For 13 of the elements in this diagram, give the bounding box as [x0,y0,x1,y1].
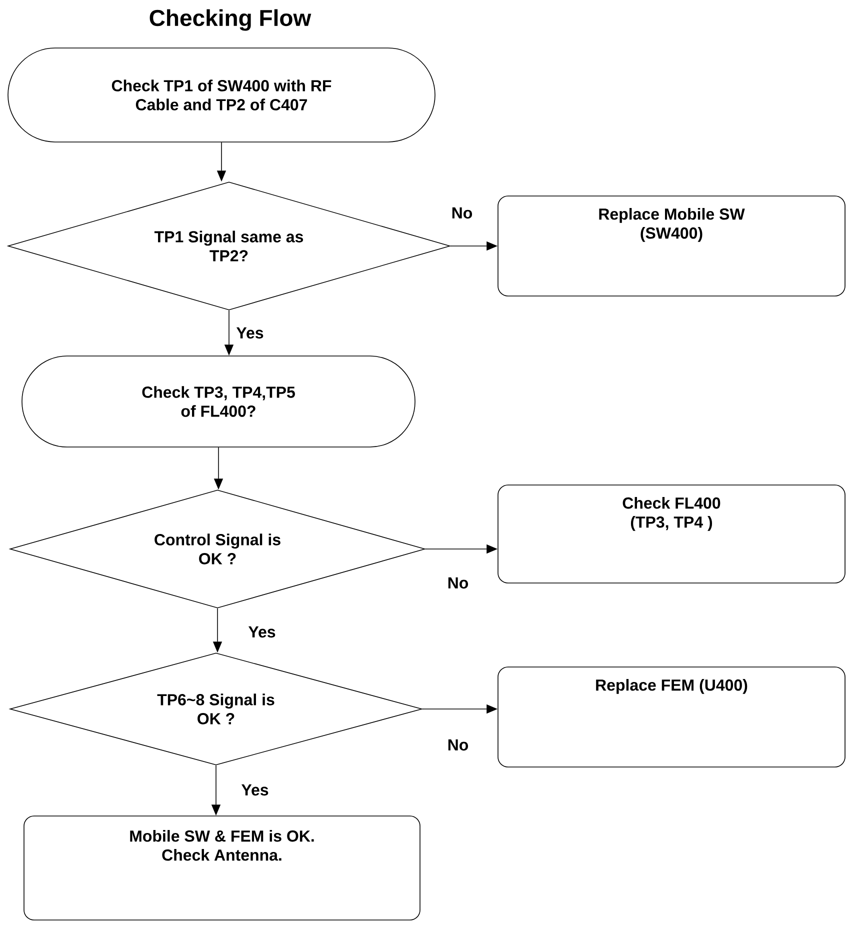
process-box: Check FL400 (TP3, TP4 ) [498,484,846,584]
edge-label: Yes [235,326,265,340]
edge-label: Yes [247,625,277,639]
process-box: Mobile SW & FEM is OK. Check Antenna. [24,816,420,920]
process-box: Replace FEM (U400) [498,666,846,768]
terminal-box: Check TP1 of SW400 with RF Cable and TP2 of C407 [8,48,436,142]
title: Checking Flow [150,9,312,31]
terminal-box: Check TP3, TP4,TP5 of FL400? [22,356,416,448]
edge-label: No [446,576,470,590]
edge-label: No [450,206,474,220]
edge-label: No [446,738,470,752]
edge-label: Yes [240,783,270,797]
process-box: Replace Mobile SW (SW400) [498,196,846,296]
